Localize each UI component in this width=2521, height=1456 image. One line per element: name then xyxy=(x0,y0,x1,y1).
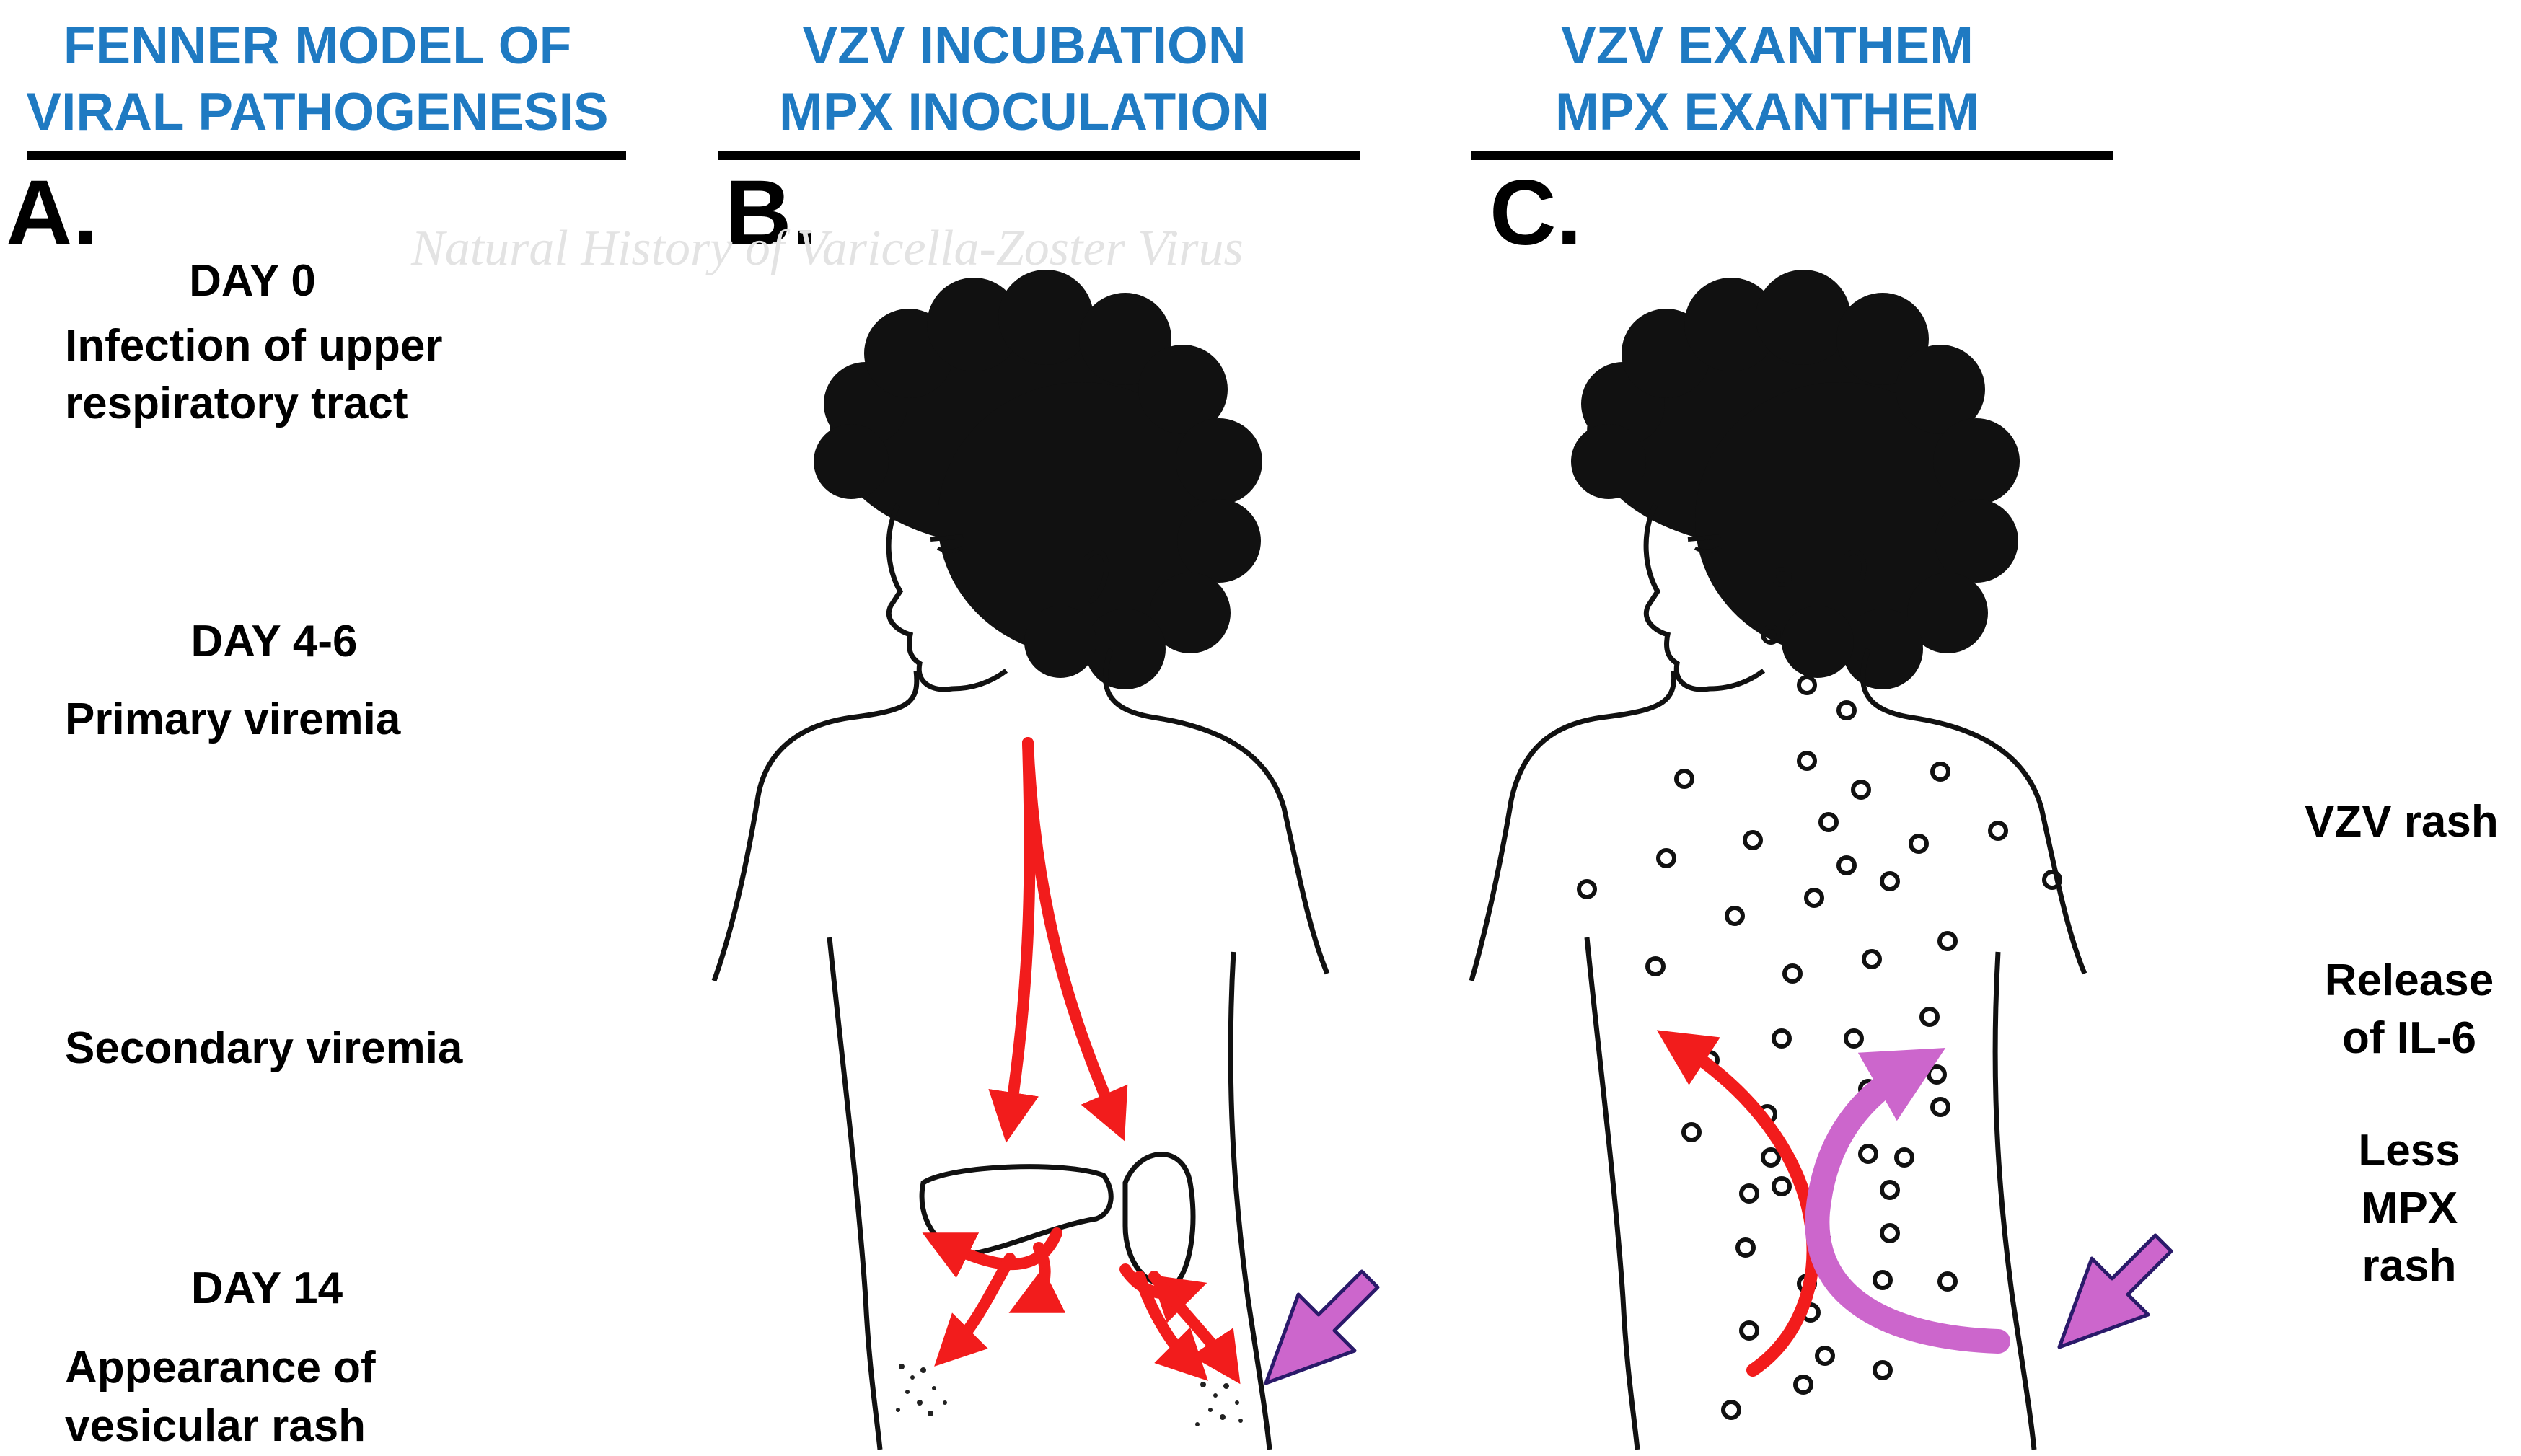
figure-b-hair xyxy=(814,270,1262,689)
figure-b-spleen xyxy=(1125,1155,1193,1285)
figure-b-inoculation-arrow xyxy=(1266,1271,1378,1383)
primary-viremia-arrow-right xyxy=(1028,743,1114,1118)
figure-c-inoculation-arrow xyxy=(2059,1235,2171,1347)
figure-c-person xyxy=(1471,270,2085,1450)
figure-b-rash-stipple xyxy=(896,1364,1243,1426)
figure-b-person xyxy=(714,270,1327,1450)
figure-c-vesicles xyxy=(1579,569,2060,1418)
figure-c-cytokine-arrows xyxy=(1681,1046,1998,1370)
figure-c-hair xyxy=(1571,270,2020,689)
secondary-arrow-2 xyxy=(952,1258,1010,1349)
mpx-suppression-arrow xyxy=(1817,1067,1998,1341)
